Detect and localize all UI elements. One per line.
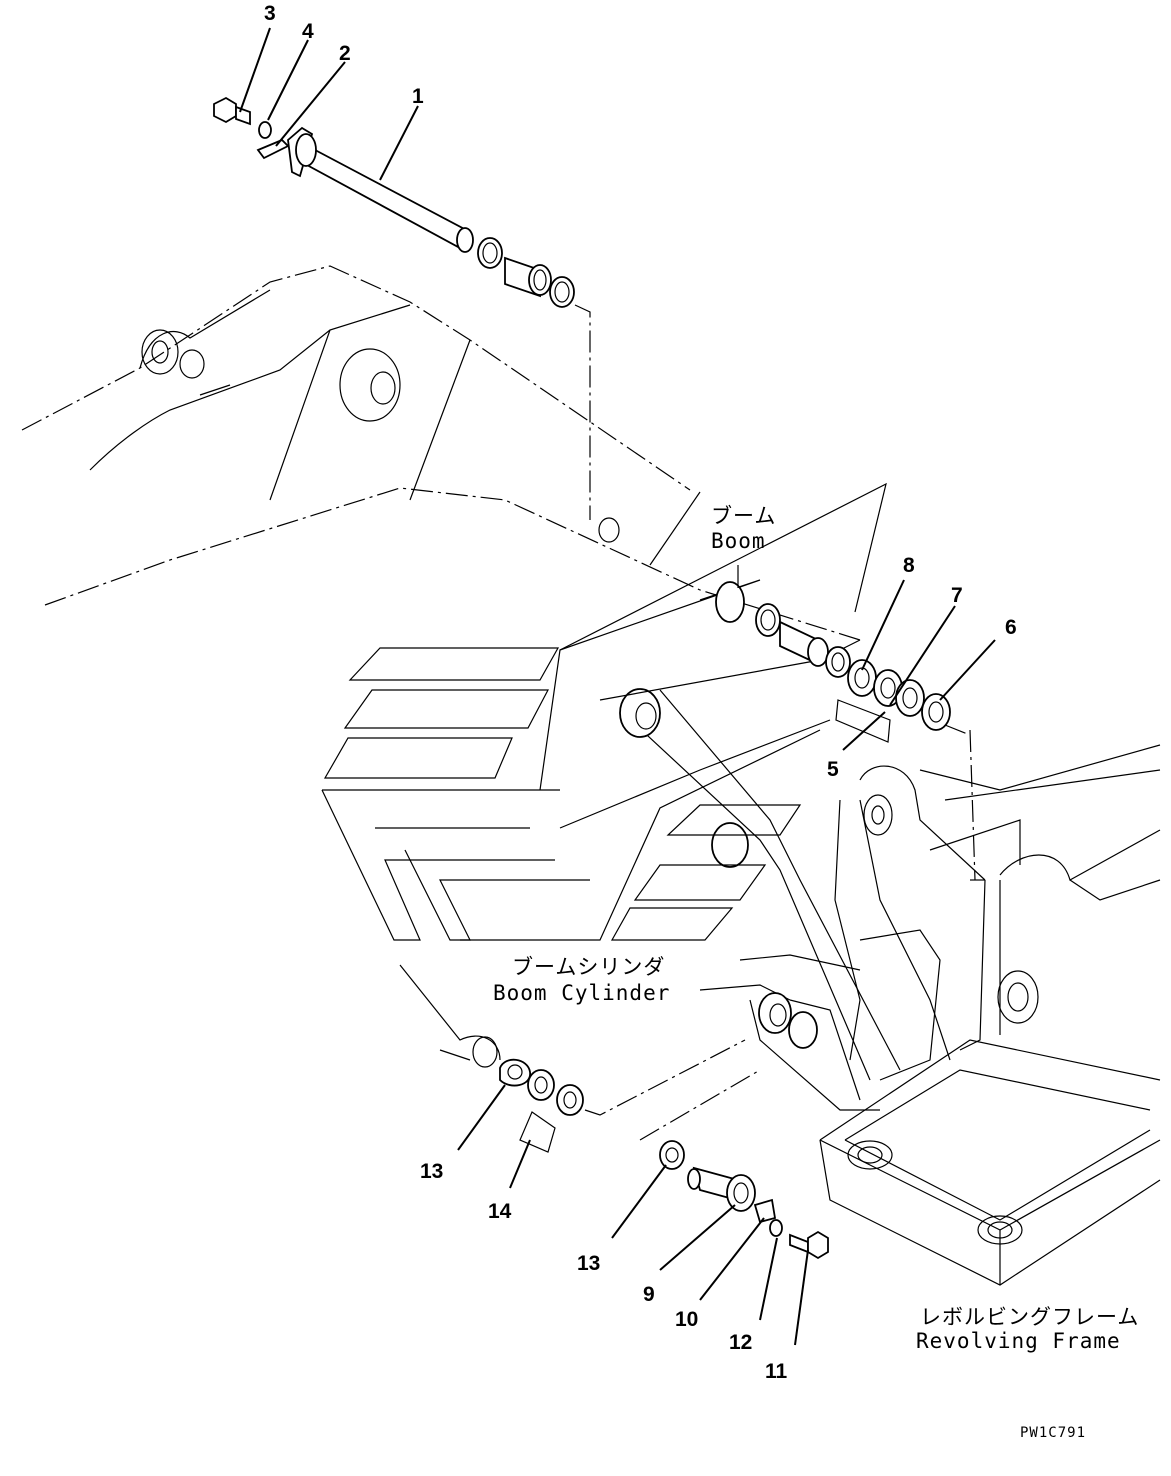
revolving-frame-label-en: Revolving Frame bbox=[916, 1329, 1121, 1353]
callout-10: 10 bbox=[675, 1308, 698, 1331]
shim-part-14a bbox=[527, 1069, 555, 1101]
boom-label-jp: ブーム bbox=[711, 504, 776, 528]
callout-5: 5 bbox=[827, 758, 839, 781]
callout-12: 12 bbox=[729, 1331, 752, 1354]
leader-lines bbox=[239, 27, 996, 1346]
cylinder-foot-pin-group bbox=[499, 1039, 829, 1260]
lock-plate-part-10 bbox=[753, 1198, 777, 1224]
callout-7: 7 bbox=[951, 584, 963, 607]
callout-13-right: 13 bbox=[577, 1252, 600, 1275]
bushing-and-seals-upper bbox=[477, 237, 575, 308]
pin-part-1 bbox=[287, 126, 474, 253]
boom-cylinder-outline bbox=[399, 688, 901, 1081]
boom-foot-pin-group bbox=[213, 96, 591, 520]
revolving-frame-label-jp: レボルビングフレーム bbox=[920, 1305, 1139, 1329]
boom-cylinder-label-jp: ブームシリンダ bbox=[512, 955, 665, 979]
bolt-part-11 bbox=[789, 1230, 829, 1260]
lock-plate-part-2 bbox=[256, 138, 290, 160]
shim-part-8 bbox=[847, 659, 877, 697]
callout-2: 2 bbox=[339, 42, 351, 65]
washer-part-13-left bbox=[499, 1058, 531, 1087]
callout-11: 11 bbox=[765, 1360, 788, 1383]
callout-8: 8 bbox=[903, 554, 915, 577]
washer-part-12 bbox=[769, 1219, 783, 1237]
drawing-code: PW1C791 bbox=[1020, 1425, 1086, 1441]
callout-6: 6 bbox=[1005, 616, 1017, 639]
callout-numbers: 3 4 2 1 8 7 6 5 13 14 13 9 10 12 11 bbox=[264, 2, 1017, 1383]
component-labels: ブーム Boom ブームシリンダ Boom Cylinder レボルビングフレー… bbox=[493, 504, 1139, 1441]
revolving-frame-outline bbox=[699, 729, 1161, 1286]
boom-label-en: Boom bbox=[711, 529, 766, 553]
shim-part-6 bbox=[921, 693, 951, 731]
cab-panel-outline bbox=[321, 482, 887, 941]
washer-part-4 bbox=[258, 121, 272, 139]
callout-9: 9 bbox=[643, 1283, 655, 1306]
boom-bushing-seals-group bbox=[715, 581, 971, 743]
pin-part-9 bbox=[687, 1166, 756, 1212]
boom-cylinder-label-en: Boom Cylinder bbox=[493, 981, 670, 1005]
boom-outline bbox=[21, 265, 861, 641]
shim-part-14b bbox=[556, 1084, 584, 1116]
callout-3: 3 bbox=[264, 2, 276, 25]
callout-13-left: 13 bbox=[420, 1160, 443, 1183]
washer-part-13-right bbox=[659, 1140, 685, 1170]
callout-14: 14 bbox=[488, 1200, 512, 1223]
shim-part-6a bbox=[895, 679, 925, 717]
callout-1: 1 bbox=[412, 85, 424, 108]
callout-4: 4 bbox=[302, 20, 314, 43]
